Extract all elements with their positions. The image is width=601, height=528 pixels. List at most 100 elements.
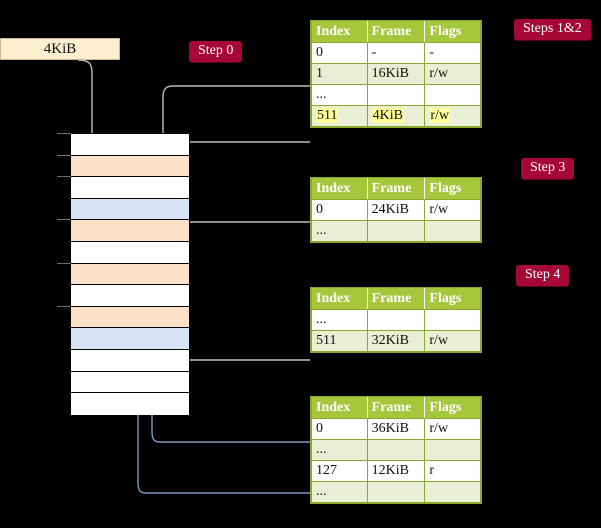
memory-tick	[57, 305, 71, 307]
memory-tick	[57, 154, 71, 156]
cell-frame: 32KiB	[366, 330, 426, 352]
highlighted-value: r/w	[429, 107, 451, 123]
cell-frame: 4KiB	[366, 105, 426, 127]
cell-flags: r/w	[424, 63, 481, 85]
cell-frame: 16KiB	[366, 63, 426, 85]
memory-frame-cell	[71, 220, 189, 243]
memory-frame-cell	[71, 155, 189, 178]
table-row: ...	[311, 220, 481, 242]
column-header-frame: Frame	[366, 178, 426, 200]
column-header-flags: Flags	[424, 397, 481, 419]
table-head: Index Frame Flags	[311, 397, 481, 419]
cell-flags	[424, 220, 481, 242]
table-head: Index Frame Flags	[311, 21, 481, 43]
physical-memory-column	[70, 133, 190, 415]
table-row: 0--	[311, 42, 481, 64]
column-header-frame: Frame	[366, 288, 426, 310]
column-header-index: Index	[311, 21, 368, 43]
badge-step-4: Step 4	[516, 265, 570, 286]
column-header-index: Index	[311, 178, 368, 200]
cell-flags: r/w	[424, 199, 481, 221]
memory-tick	[57, 219, 71, 221]
cell-frame: 36KiB	[366, 418, 426, 440]
memory-frame-cell	[71, 393, 189, 415]
table-header-row: Index Frame Flags	[311, 288, 481, 310]
cell-frame: -	[366, 42, 426, 64]
column-header-flags: Flags	[424, 21, 481, 43]
column-header-frame: Frame	[366, 397, 426, 419]
cell-frame	[366, 439, 426, 461]
cell-index: ...	[311, 439, 368, 461]
cell-index: ...	[311, 84, 368, 106]
table-head: Index Frame Flags	[311, 288, 481, 310]
cell-flags: r/w	[424, 105, 481, 127]
table-header-row: Index Frame Flags	[311, 397, 481, 419]
memory-frame-cell	[71, 306, 189, 329]
table-header-row: Index Frame Flags	[311, 21, 481, 43]
table-row: ...	[311, 481, 481, 503]
table-row: ...	[311, 309, 481, 331]
cell-frame: 24KiB	[366, 199, 426, 221]
cell-index: 511	[311, 330, 368, 352]
cell-flags: r	[424, 460, 481, 482]
column-header-index: Index	[311, 288, 368, 310]
virtual-address-box: 4KiB	[0, 38, 120, 60]
memory-tick	[57, 133, 71, 134]
highlighted-value: 4KiB	[371, 107, 404, 123]
memory-frame-cell	[71, 371, 189, 394]
table-header-row: Index Frame Flags	[311, 178, 481, 200]
memory-frame-cell	[71, 350, 189, 372]
memory-frame-cell	[71, 198, 189, 221]
cell-flags	[424, 84, 481, 106]
cell-flags: -	[424, 42, 481, 64]
cell-index: ...	[311, 220, 368, 242]
memory-tick	[57, 262, 71, 264]
cell-index: ...	[311, 309, 368, 331]
cell-index: 0	[311, 418, 368, 440]
cell-flags	[424, 439, 481, 461]
cell-flags	[424, 481, 481, 503]
memory-frame-cell	[71, 328, 189, 351]
column-header-flags: Flags	[424, 288, 481, 310]
badge-step-3: Step 3	[521, 158, 575, 179]
memory-frame-cell	[71, 263, 189, 286]
cell-frame	[366, 309, 426, 331]
memory-tick	[57, 176, 71, 178]
cell-flags: r/w	[424, 330, 481, 352]
memory-frame-cell	[71, 285, 189, 307]
column-header-index: Index	[311, 397, 368, 419]
cell-index: 1	[311, 63, 368, 85]
column-header-frame: Frame	[366, 21, 426, 43]
cell-index: ...	[311, 481, 368, 503]
highlighted-value: 511	[316, 107, 339, 123]
cell-frame	[366, 481, 426, 503]
memory-frame-cell	[71, 242, 189, 264]
cell-flags: r/w	[424, 418, 481, 440]
memory-frame-cell	[71, 134, 189, 156]
cell-index: 0	[311, 199, 368, 221]
table-row: 511 4KiB r/w	[311, 105, 481, 127]
badge-steps-1-2: Steps 1&2	[514, 19, 591, 40]
memory-frame-cell	[71, 177, 189, 199]
cell-frame	[366, 220, 426, 242]
table-row: ...	[311, 84, 481, 106]
table-row: ...	[311, 439, 481, 461]
column-header-flags: Flags	[424, 178, 481, 200]
